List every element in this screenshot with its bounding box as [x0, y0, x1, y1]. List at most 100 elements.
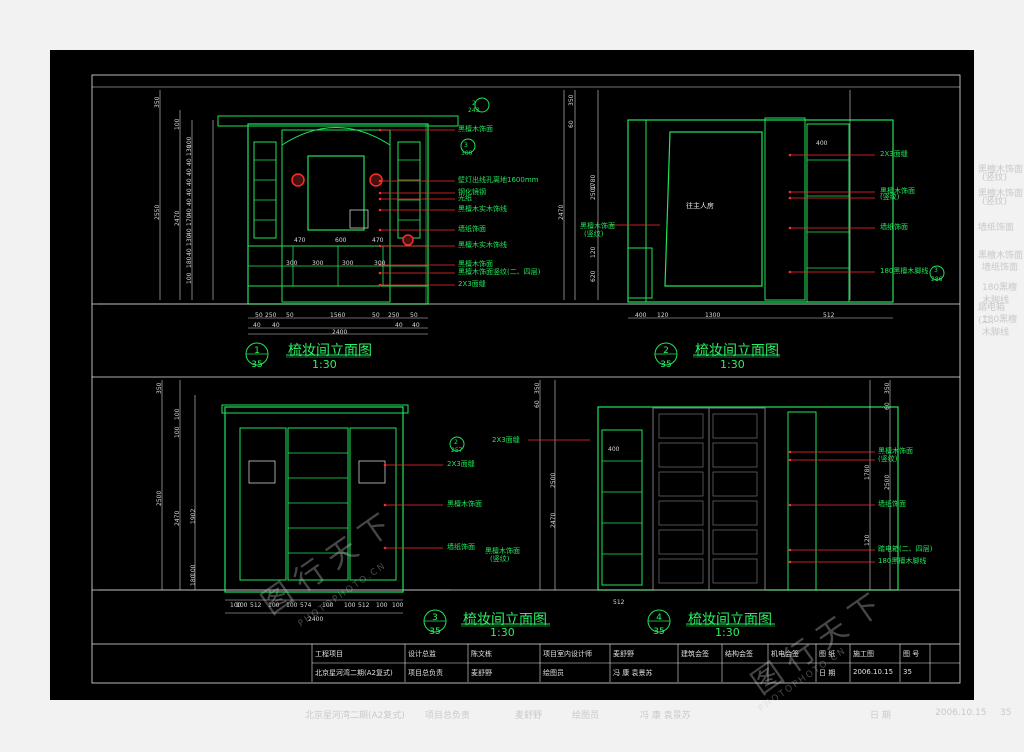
p1-dim-inner2-3: 300 [342, 260, 354, 267]
p3-leader-dot [383, 463, 387, 467]
p3-dim-bottom-6: 574 [300, 602, 312, 609]
p1-dim-left-16: 40 [186, 248, 193, 256]
p4-dim-right-1: 350 [884, 382, 891, 394]
p2-leader-dot [788, 153, 792, 157]
bg-faint-label-9: 踏电箱(二、 [978, 303, 1006, 326]
p1-callout-10: 2X3面缝 [458, 280, 486, 288]
p1-dim-left-18: 100 [186, 272, 193, 284]
drawing-linework [91, 74, 961, 684]
p4-leader-dot [788, 458, 792, 462]
p3-dim-left-2: 100 [174, 408, 181, 420]
p1-dim-left-9: 40 [186, 178, 193, 186]
p2-dim-left-6: 120 [590, 246, 597, 258]
p1-tag-top-a: 2 [472, 100, 476, 107]
p3-dim-bottom-10: 100 [376, 602, 388, 609]
p1-callout-3: 钢化镜钢 [458, 188, 486, 196]
p4-outline [597, 406, 899, 591]
bg-faint-tb-5: 冯 康 袁景苏 [640, 711, 691, 721]
tb-value-2: 项目总负责 [408, 669, 443, 677]
p3-dim-total: 2400 [308, 616, 324, 623]
p4-leader-dot [788, 548, 792, 552]
p2-callout-3: (竖纹) [880, 193, 900, 201]
bg-faint-label-10: 180黑檀木脚线 [982, 315, 1018, 338]
p3-tag-a: 2 [454, 439, 458, 446]
p2-dim-left-2: 60 [568, 120, 575, 128]
p4-dim-right-3: 1780 [864, 464, 871, 480]
p3-right-door [349, 427, 397, 581]
p3-dim-left-5: 2470 [174, 510, 181, 526]
p4-callout-4: 踏电箱(二、四层) [878, 545, 933, 553]
p3-dim-bottom-8: 100 [344, 602, 356, 609]
p1-dim-left-6: 130 [186, 144, 193, 156]
p2-dim-bottom-4: 512 [823, 312, 835, 319]
p1-leader-dot [378, 244, 382, 248]
p2-door-label: 往主人房 [686, 202, 714, 210]
p1-sconce-left [291, 173, 305, 187]
p2-dim-left-1: 350 [568, 94, 575, 106]
p4-leader-dot [788, 560, 792, 564]
p1-dim-bottom-4: 1560 [330, 312, 346, 319]
p1-dim-inner-3: 470 [372, 237, 384, 244]
bg-faint-label-5: 墙纸饰面 [978, 223, 1015, 233]
bg-faint-tb-6: 日 期 [870, 711, 891, 721]
p4-door-panel [658, 558, 704, 584]
p1-leader-dot [378, 179, 382, 183]
panel-4-sheet: 35 [653, 627, 665, 637]
p1-dim-bottom2-4: 40 [412, 322, 420, 329]
p2-door [664, 131, 763, 287]
tb-header-10: 施工图 [853, 650, 874, 658]
p2-left-pilaster [627, 119, 647, 303]
p1-center-frame [281, 129, 391, 303]
p1-leader-dot [378, 228, 382, 232]
bg-faint-label-1: 黑檀木饰面 [978, 165, 1024, 175]
panel-2-scale: 1:30 [720, 358, 745, 371]
p3-dim-bottom-9: 512 [358, 602, 370, 609]
p2-left-callout-2: (竖纹) [584, 230, 604, 238]
p1-dim-bottom-7: 50 [410, 312, 418, 319]
p2-dim-left-5: 2470 [558, 204, 565, 220]
p1-dim-inner2-4: 300 [374, 260, 386, 267]
p4-door-panel [658, 471, 704, 497]
p4-left-callout: 2X3面缝 [492, 436, 520, 444]
p1-crown [217, 115, 459, 127]
p4-callout-5: 180黑檀木脚线 [878, 557, 927, 565]
p2-dim-bottom-2: 120 [657, 312, 669, 319]
panel-3-sheet: 35 [429, 627, 441, 637]
p4-bottom-dim: 512 [613, 599, 625, 606]
p2-callout-5: 180黑檀木脚线 [880, 267, 929, 275]
p1-dim-inner-2: 600 [335, 237, 347, 244]
panel-3-title: 梳妆间立面图 [463, 612, 547, 628]
p1-leader-dot [378, 283, 382, 287]
p2-left-callout-1: 黑檀木饰面 [580, 222, 615, 230]
tb-header-1: 工程项目 [315, 650, 343, 658]
tb-header-4: 项目室内设计师 [543, 650, 592, 658]
p1-mirror [307, 155, 365, 231]
p3-leader-dot [383, 546, 387, 550]
panel-1-number: 1 [254, 346, 260, 356]
p1-callout-7: 黑檀木实木饰线 [458, 241, 507, 249]
p1-dim-inner2-2: 300 [312, 260, 324, 267]
p2-leader-dot [788, 196, 792, 200]
p3-left-door [239, 427, 287, 581]
tb-header-5: 麦舒野 [613, 650, 634, 658]
p4-door-panel [658, 500, 704, 526]
p4-dim-right-2: 60 [884, 402, 891, 410]
p1-dim-left-15: 130 [186, 234, 193, 246]
p4-left-shelves [601, 429, 643, 586]
p3-tag-circle [449, 436, 465, 452]
p4-door-panel [712, 500, 758, 526]
p1-dim-left-7: 40 [186, 158, 193, 166]
p3-dim-bottom-1: 100 [230, 602, 242, 609]
tb-header-6: 建筑会签 [681, 650, 709, 658]
p3-left-callout-2: (竖纹) [490, 555, 510, 563]
p1-callout-5: 黑檀木实木饰线 [458, 205, 507, 213]
p3-dim-left-3: 100 [174, 426, 181, 438]
tb-value-1: 北京星河湾二期(A2复式) [315, 669, 393, 677]
p3-center-shelves [287, 427, 349, 581]
p1-callout-2: 壁灯出线孔离地1600mm [458, 176, 539, 184]
p2-leader-dot [788, 270, 792, 274]
p4-door-panel [658, 413, 704, 439]
panel-2-title: 梳妆间立面图 [695, 343, 779, 359]
p1-dim-bottom-1: 50 [255, 312, 263, 319]
p1-dim-left-8: 40 [186, 168, 193, 176]
